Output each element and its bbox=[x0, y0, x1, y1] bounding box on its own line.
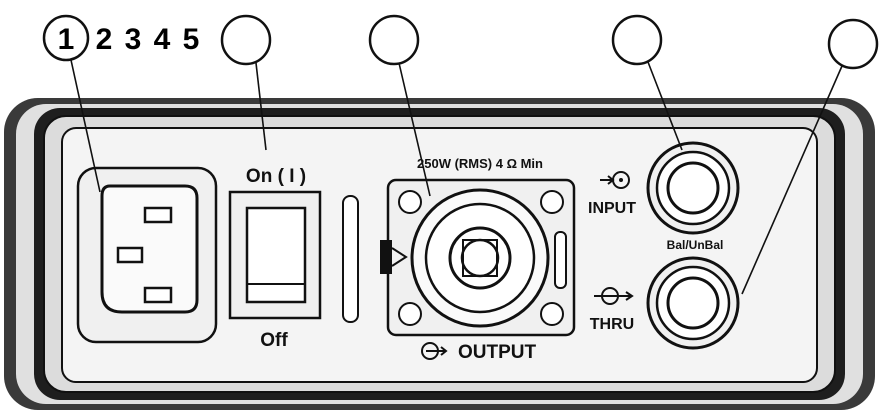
callout-number-5: 5 bbox=[183, 23, 200, 56]
power-switch bbox=[228, 190, 322, 320]
power-inlet bbox=[76, 166, 218, 344]
switch-on-label: On ( I ) bbox=[246, 166, 306, 187]
callout-circles bbox=[42, 14, 879, 70]
input-arrow-icon bbox=[600, 171, 630, 189]
bal-unbal-label: Bal/UnBal bbox=[667, 238, 724, 252]
thru-jack bbox=[646, 256, 740, 350]
output-arrow-icon bbox=[421, 342, 448, 360]
thru-arrow-icon bbox=[594, 287, 634, 305]
vent-slot bbox=[342, 195, 359, 323]
speaker-output-connector bbox=[380, 178, 576, 337]
callout-number-3: 3 bbox=[125, 23, 142, 56]
switch-off-label: Off bbox=[260, 330, 288, 351]
callout-number-2: 2 bbox=[96, 23, 113, 56]
callout-circle-1 bbox=[42, 14, 90, 62]
input-jack bbox=[646, 141, 740, 235]
callout-circle-2 bbox=[220, 14, 272, 66]
output-label: OUTPUT bbox=[458, 342, 537, 363]
inlet-pin-middle bbox=[116, 246, 144, 264]
input-label: INPUT bbox=[588, 200, 636, 217]
callout-number-1: 1 bbox=[58, 23, 75, 56]
leader-lines bbox=[70, 59, 843, 295]
callout-circle-3 bbox=[368, 14, 420, 66]
inlet-pin-top bbox=[143, 206, 173, 224]
thru-label: THRU bbox=[590, 316, 634, 333]
power-rating-label: 250W (RMS) 4 Ω Min bbox=[417, 156, 543, 171]
callout-circle-4 bbox=[611, 14, 663, 66]
callout-number-4: 4 bbox=[154, 23, 171, 56]
inlet-pin-bottom bbox=[143, 286, 173, 304]
callout-circle-5 bbox=[827, 18, 879, 70]
